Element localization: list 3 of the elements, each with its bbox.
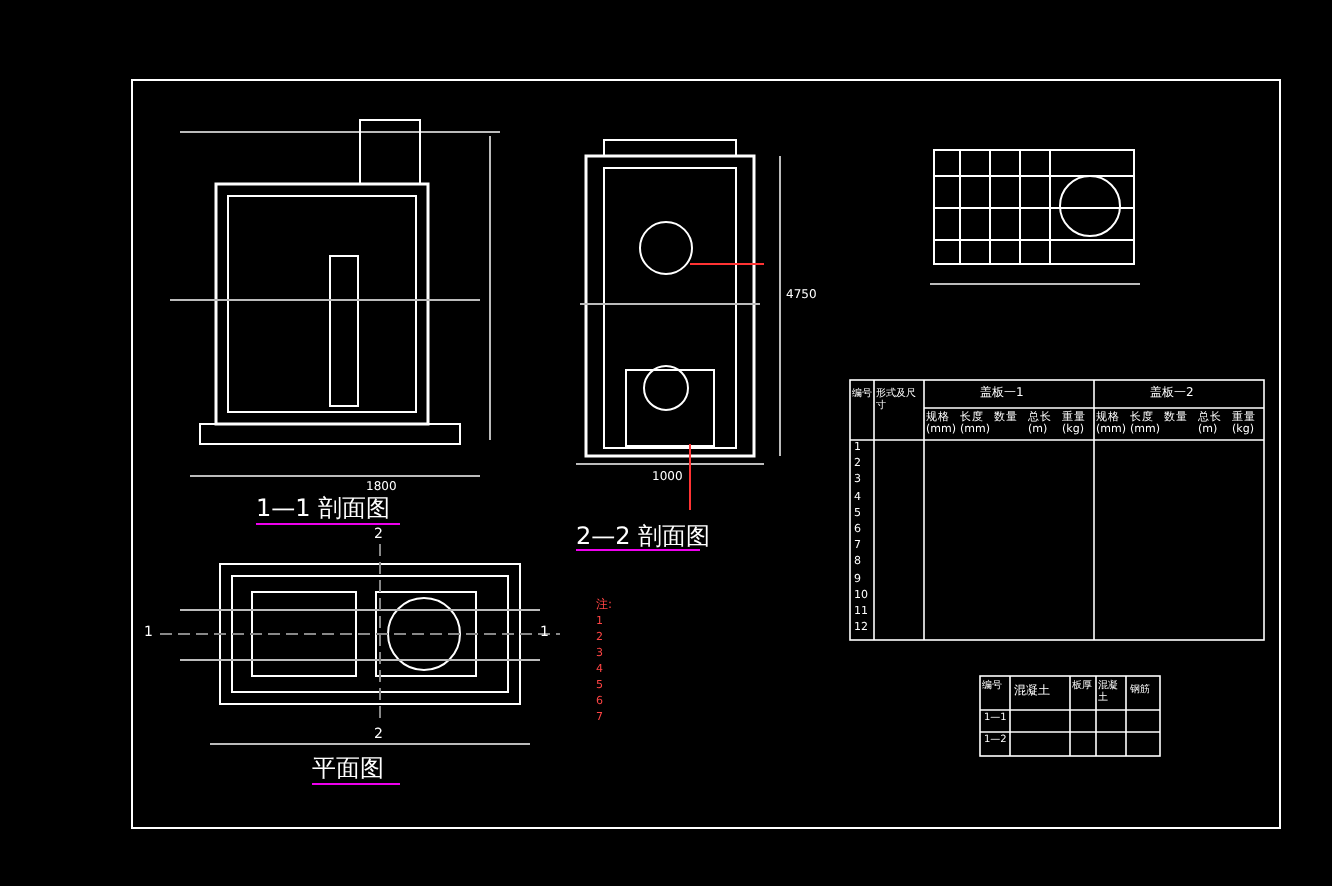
- view-title: 平面图: [312, 756, 384, 780]
- view-title: 2—2 剖面图: [576, 524, 711, 548]
- view-title: 1—1 剖面图: [256, 496, 391, 520]
